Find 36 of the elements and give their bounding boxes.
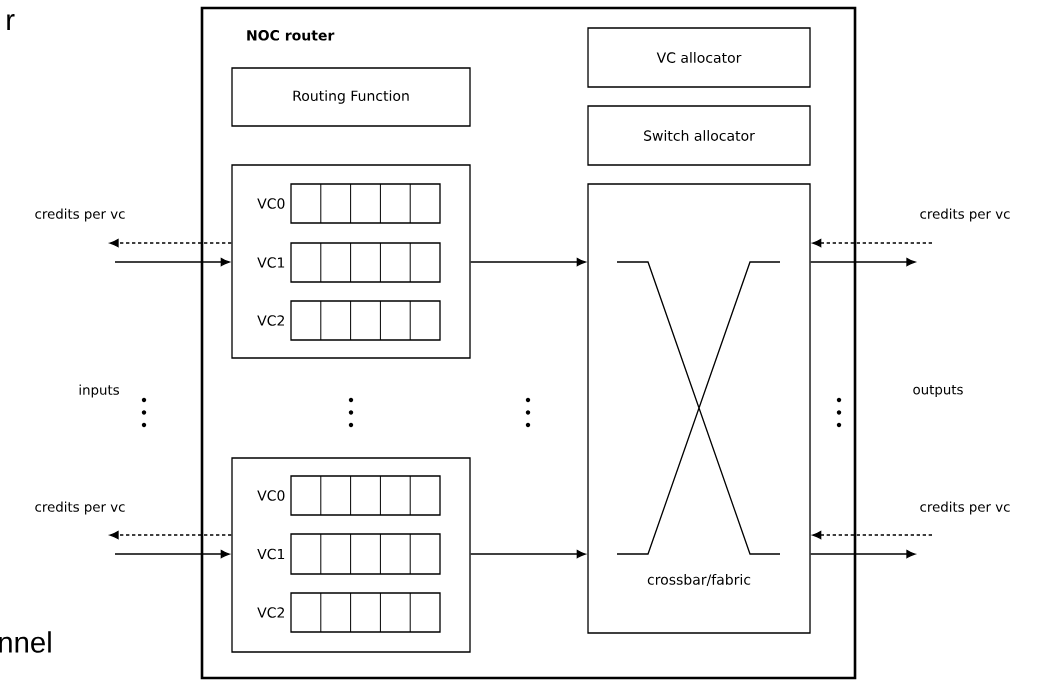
vc-label: VC2	[257, 315, 284, 326]
port-label: credits per vc	[920, 208, 1010, 222]
port-label: outputs	[913, 384, 963, 398]
port-label: credits per vc	[35, 208, 125, 222]
block-box: Routing Function	[231, 67, 471, 127]
buffer-bar	[290, 242, 441, 283]
dotted-arrow	[812, 530, 933, 540]
block-box: Switch allocator	[587, 105, 811, 166]
block-box: VC allocator	[587, 27, 811, 88]
port-label: inputs	[79, 384, 119, 398]
dotted-arrow	[812, 238, 933, 248]
buffer-bar	[290, 183, 441, 224]
buffer-bar	[290, 592, 441, 633]
buffer-bar	[290, 300, 441, 341]
crossbar-box: crossbar/fabric	[587, 183, 811, 634]
arrow	[114, 257, 230, 267]
buffer-bar	[290, 533, 441, 575]
input-unit-box	[231, 164, 471, 359]
slide-text: r	[7, 14, 15, 30]
dotted-arrow	[109, 530, 232, 540]
port-label: credits per vc	[35, 501, 125, 515]
dotted-arrow	[109, 238, 232, 248]
arrow	[470, 257, 586, 267]
vc-label: VC0	[257, 490, 285, 501]
port-label: credits per vc	[920, 501, 1010, 515]
arrow	[810, 549, 916, 559]
vc-label: VC2	[257, 607, 284, 618]
arrow	[470, 549, 586, 559]
vc-label: VC1	[257, 548, 285, 560]
arrow	[114, 549, 230, 559]
vc-label: VC1	[257, 257, 285, 268]
buffer-bar	[290, 475, 441, 516]
vc-label: VC0	[257, 198, 285, 209]
input-unit-box	[231, 457, 471, 653]
slide-text: nnel	[0, 631, 51, 653]
arrow	[810, 257, 916, 267]
